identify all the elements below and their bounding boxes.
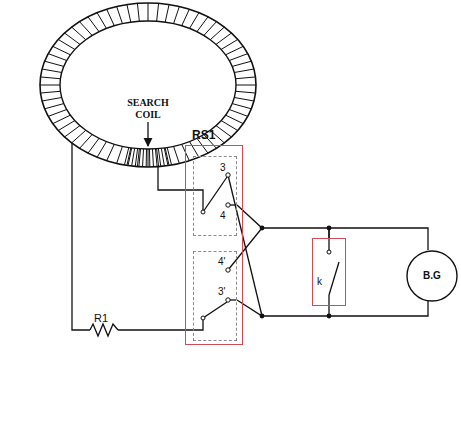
- coil-winding: [48, 54, 66, 61]
- coil-winding: [41, 91, 61, 93]
- coil-winding: [216, 33, 231, 44]
- key-switch-box: k: [312, 238, 346, 306]
- coil-winding: [88, 138, 99, 153]
- coil-winding: [165, 5, 169, 23]
- coil-winding: [42, 97, 62, 101]
- toroid-core: [40, 3, 256, 167]
- coil-winding: [135, 149, 137, 167]
- coil-winding: [229, 54, 247, 61]
- ballistic-galvanometer: B.G: [406, 250, 458, 302]
- coil-winding: [182, 9, 190, 26]
- resistor-label: R1: [94, 312, 108, 325]
- coil-winding: [53, 46, 71, 54]
- coil-winding: [128, 148, 132, 166]
- wire-connector: [237, 205, 329, 238]
- rotary-switch-box: RS1344'3': [185, 145, 243, 345]
- coil-winding: [148, 149, 149, 167]
- coil-winding: [204, 22, 217, 36]
- coil-winding: [127, 148, 131, 166]
- resistor-symbol: [90, 324, 118, 336]
- coil-winding: [149, 149, 150, 167]
- node-label: B.G: [406, 271, 458, 281]
- coil-winding: [124, 147, 128, 165]
- pointer-arrow: [147, 122, 148, 146]
- coil-winding: [117, 7, 123, 24]
- coil-winding: [229, 109, 247, 116]
- coil-winding: [107, 144, 115, 161]
- coil-winding: [234, 69, 254, 73]
- node-label: 3: [220, 163, 226, 173]
- coil-winding: [42, 69, 62, 73]
- coil-winding: [58, 121, 75, 131]
- coil-winding: [143, 149, 144, 167]
- junction-dots: [260, 226, 332, 319]
- coil-winding: [210, 27, 224, 40]
- coil-winding: [165, 148, 169, 166]
- node-label: 4': [218, 257, 225, 267]
- coil-winding: [161, 148, 164, 166]
- coil-winding: [45, 61, 64, 66]
- coil-winding: [167, 147, 171, 165]
- coil-winding: [155, 149, 157, 167]
- coil-winding: [146, 149, 147, 167]
- coil-label: SEARCH COIL: [120, 97, 176, 120]
- node-label: k: [317, 277, 322, 287]
- coil-winding: [174, 146, 180, 163]
- coil-winding: [53, 115, 71, 123]
- coil-winding: [127, 5, 131, 23]
- coil-winding: [41, 77, 61, 79]
- node-label: 4: [220, 211, 226, 221]
- coil-winding: [40, 85, 60, 86]
- coil-winding: [107, 9, 115, 26]
- coil-winding: [189, 13, 198, 29]
- coil-winding: [174, 7, 180, 24]
- coil-winding: [157, 3, 159, 21]
- coil-winding: [58, 39, 75, 49]
- coil-winding: [164, 148, 168, 166]
- coil-winding: [234, 97, 254, 101]
- coil-winding: [45, 104, 64, 109]
- coil-winding: [72, 27, 86, 40]
- coil-winding: [132, 148, 135, 166]
- coil-winding: [216, 126, 231, 137]
- node-label: RS1: [192, 129, 215, 141]
- coil-winding: [97, 141, 106, 157]
- coil-winding: [236, 77, 256, 79]
- coil-winding: [189, 141, 198, 157]
- coil-winding: [65, 33, 80, 44]
- coil-winding: [65, 126, 80, 137]
- coil-winding: [72, 130, 86, 143]
- coil-winding: [232, 104, 251, 109]
- coil-winding: [137, 3, 139, 21]
- coil-winding: [88, 17, 99, 32]
- coil-winding: [139, 149, 141, 167]
- coil-winding: [236, 85, 256, 86]
- coil-winding: [197, 17, 208, 32]
- wire-connector: [329, 228, 428, 250]
- node-label: 3': [218, 287, 225, 297]
- coil-winding: [97, 13, 106, 29]
- wires: [72, 143, 428, 330]
- coil-winding: [232, 61, 251, 66]
- coil-winding: [221, 39, 238, 49]
- coil-winding: [221, 121, 238, 131]
- wire-connector: [237, 300, 329, 316]
- coil-winding: [79, 22, 92, 36]
- switch-section: 34: [193, 156, 237, 236]
- coil-winding: [79, 134, 92, 148]
- coil-winding: [236, 91, 256, 93]
- coil-winding: [117, 146, 123, 163]
- coil-winding: [48, 109, 66, 116]
- switch-section: 4' 3': [193, 251, 237, 341]
- coil-winding: [152, 149, 153, 167]
- coil-winding: [226, 46, 244, 54]
- coil-winding: [148, 3, 149, 21]
- coil-winding: [158, 149, 160, 167]
- coil-winding: [226, 115, 244, 123]
